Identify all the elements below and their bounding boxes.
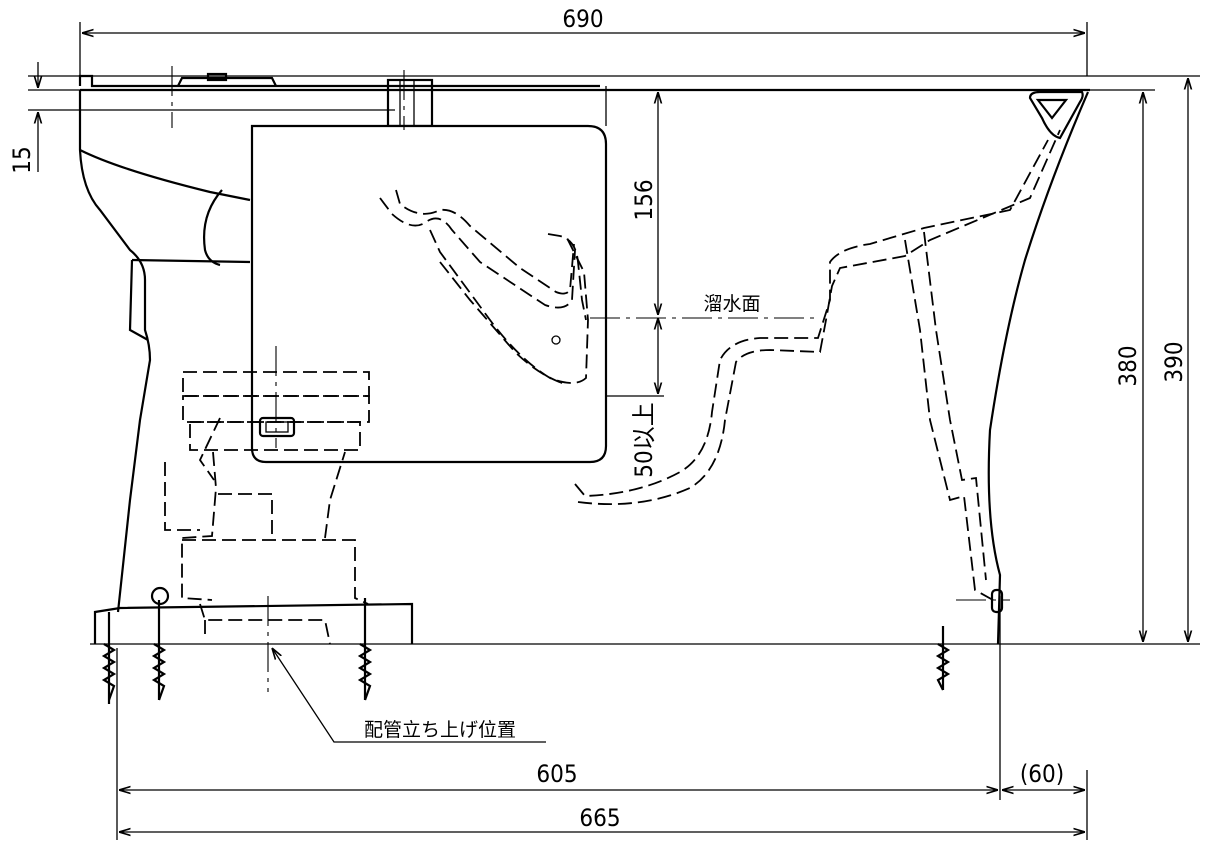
pipe-position-label: 配管立ち上げ位置: [364, 719, 516, 741]
dim-690: 690: [562, 5, 603, 33]
floor-bolt-2: [151, 600, 167, 701]
dimension-lines: [28, 22, 1200, 840]
toilet-bowl-outline: [78, 72, 1090, 704]
dim-390: 390: [1160, 341, 1188, 382]
tank-panel: [182, 124, 608, 464]
dim-50-min: 50以上: [630, 402, 658, 477]
note-texts: 溜水面 配管立ち上げ位置: [364, 293, 761, 741]
dim-605: 605: [536, 760, 577, 788]
floor-bolt-3: [357, 598, 373, 701]
dim-665: 665: [579, 804, 620, 832]
dimension-texts: 690 15 156 50以上 380 390 605 (60) 665: [8, 5, 1188, 832]
dim-156: 156: [630, 179, 658, 220]
dim-15: 15: [8, 146, 36, 173]
pipe-position-leader: [272, 648, 546, 743]
water-surface-label: 溜水面: [703, 293, 760, 315]
floor-bolt-4: [935, 626, 951, 691]
internal-trap-dashed: [164, 90, 1084, 645]
dim-380: 380: [1114, 345, 1142, 386]
floor-bolt-1: [101, 612, 117, 704]
center-lines: [171, 66, 1010, 692]
dim-60: (60): [1020, 760, 1064, 788]
